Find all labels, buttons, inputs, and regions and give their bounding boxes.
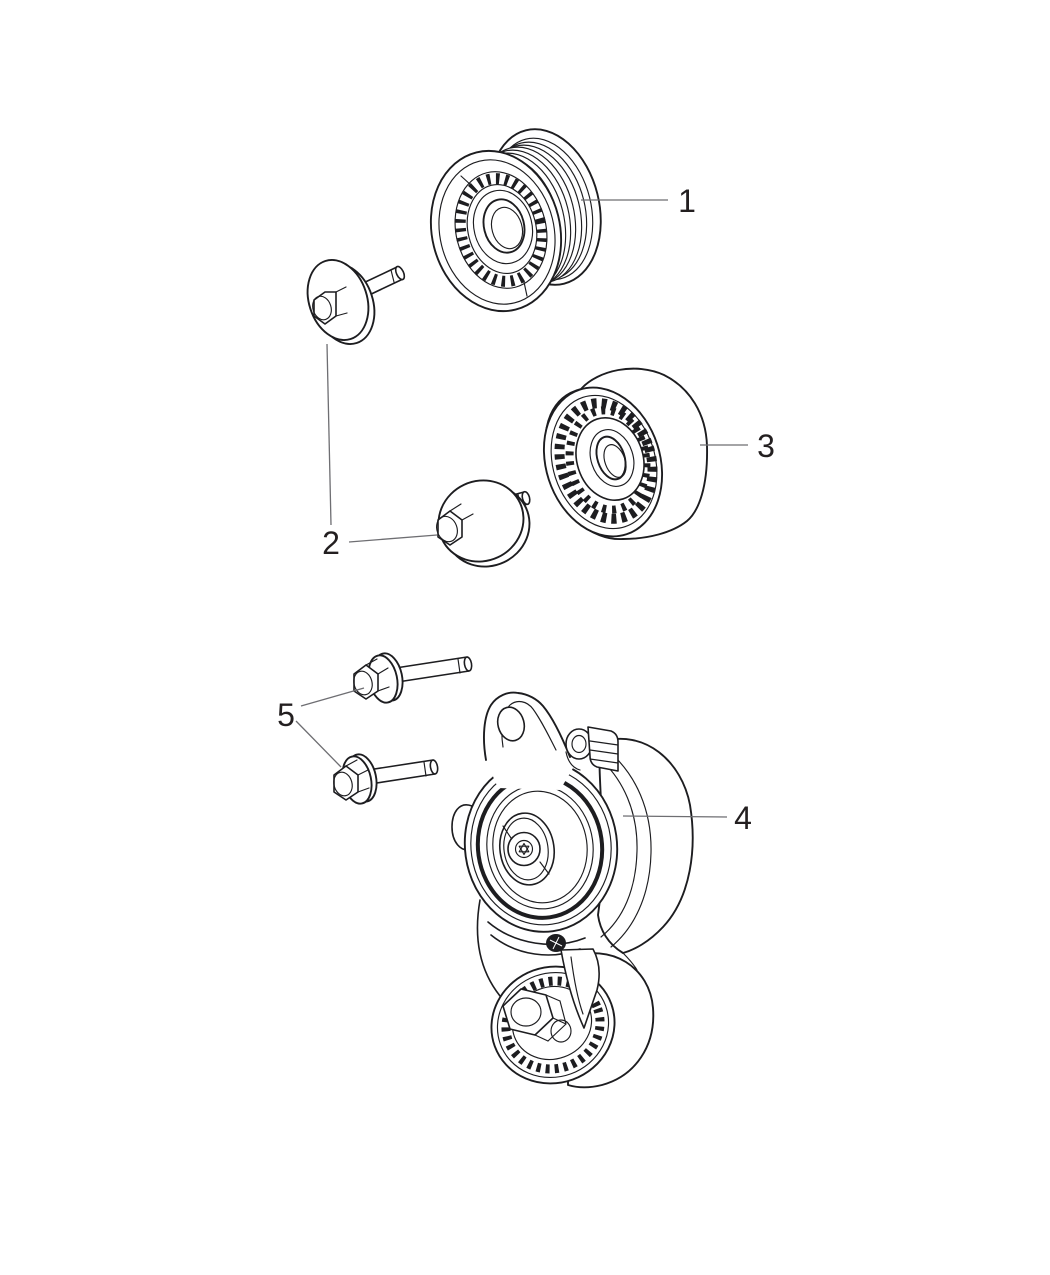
callout-1[interactable]: 1 bbox=[581, 183, 696, 219]
callout-label-4[interactable]: 4 bbox=[734, 800, 752, 836]
part-flange-bolt-upper[interactable] bbox=[351, 651, 473, 706]
leader-line-4 bbox=[622, 815, 728, 818]
part-smooth-idler-pulley[interactable] bbox=[525, 367, 708, 552]
part-washer-bolt-lower[interactable] bbox=[425, 467, 543, 581]
callout-label-5[interactable]: 5 bbox=[277, 697, 295, 733]
callout-2[interactable]: 2 bbox=[322, 343, 438, 561]
leader-line-2a bbox=[326, 343, 332, 526]
callout-4[interactable]: 4 bbox=[622, 800, 752, 836]
part-flange-bolt-lower[interactable] bbox=[331, 752, 439, 807]
part-belt-tensioner[interactable] bbox=[451, 691, 694, 1101]
callout-label-1[interactable]: 1 bbox=[678, 183, 696, 219]
callout-3[interactable]: 3 bbox=[700, 428, 775, 464]
leader-line-2b bbox=[348, 534, 438, 543]
part-grooved-idler-pulley[interactable] bbox=[414, 117, 616, 325]
callout-5[interactable]: 5 bbox=[277, 687, 365, 768]
callout-label-3[interactable]: 3 bbox=[757, 428, 775, 464]
callout-label-2[interactable]: 2 bbox=[322, 525, 340, 561]
part-washer-bolt-upper[interactable] bbox=[298, 252, 406, 352]
leader-line-5b bbox=[295, 720, 342, 768]
leader-line-5a bbox=[300, 687, 365, 707]
